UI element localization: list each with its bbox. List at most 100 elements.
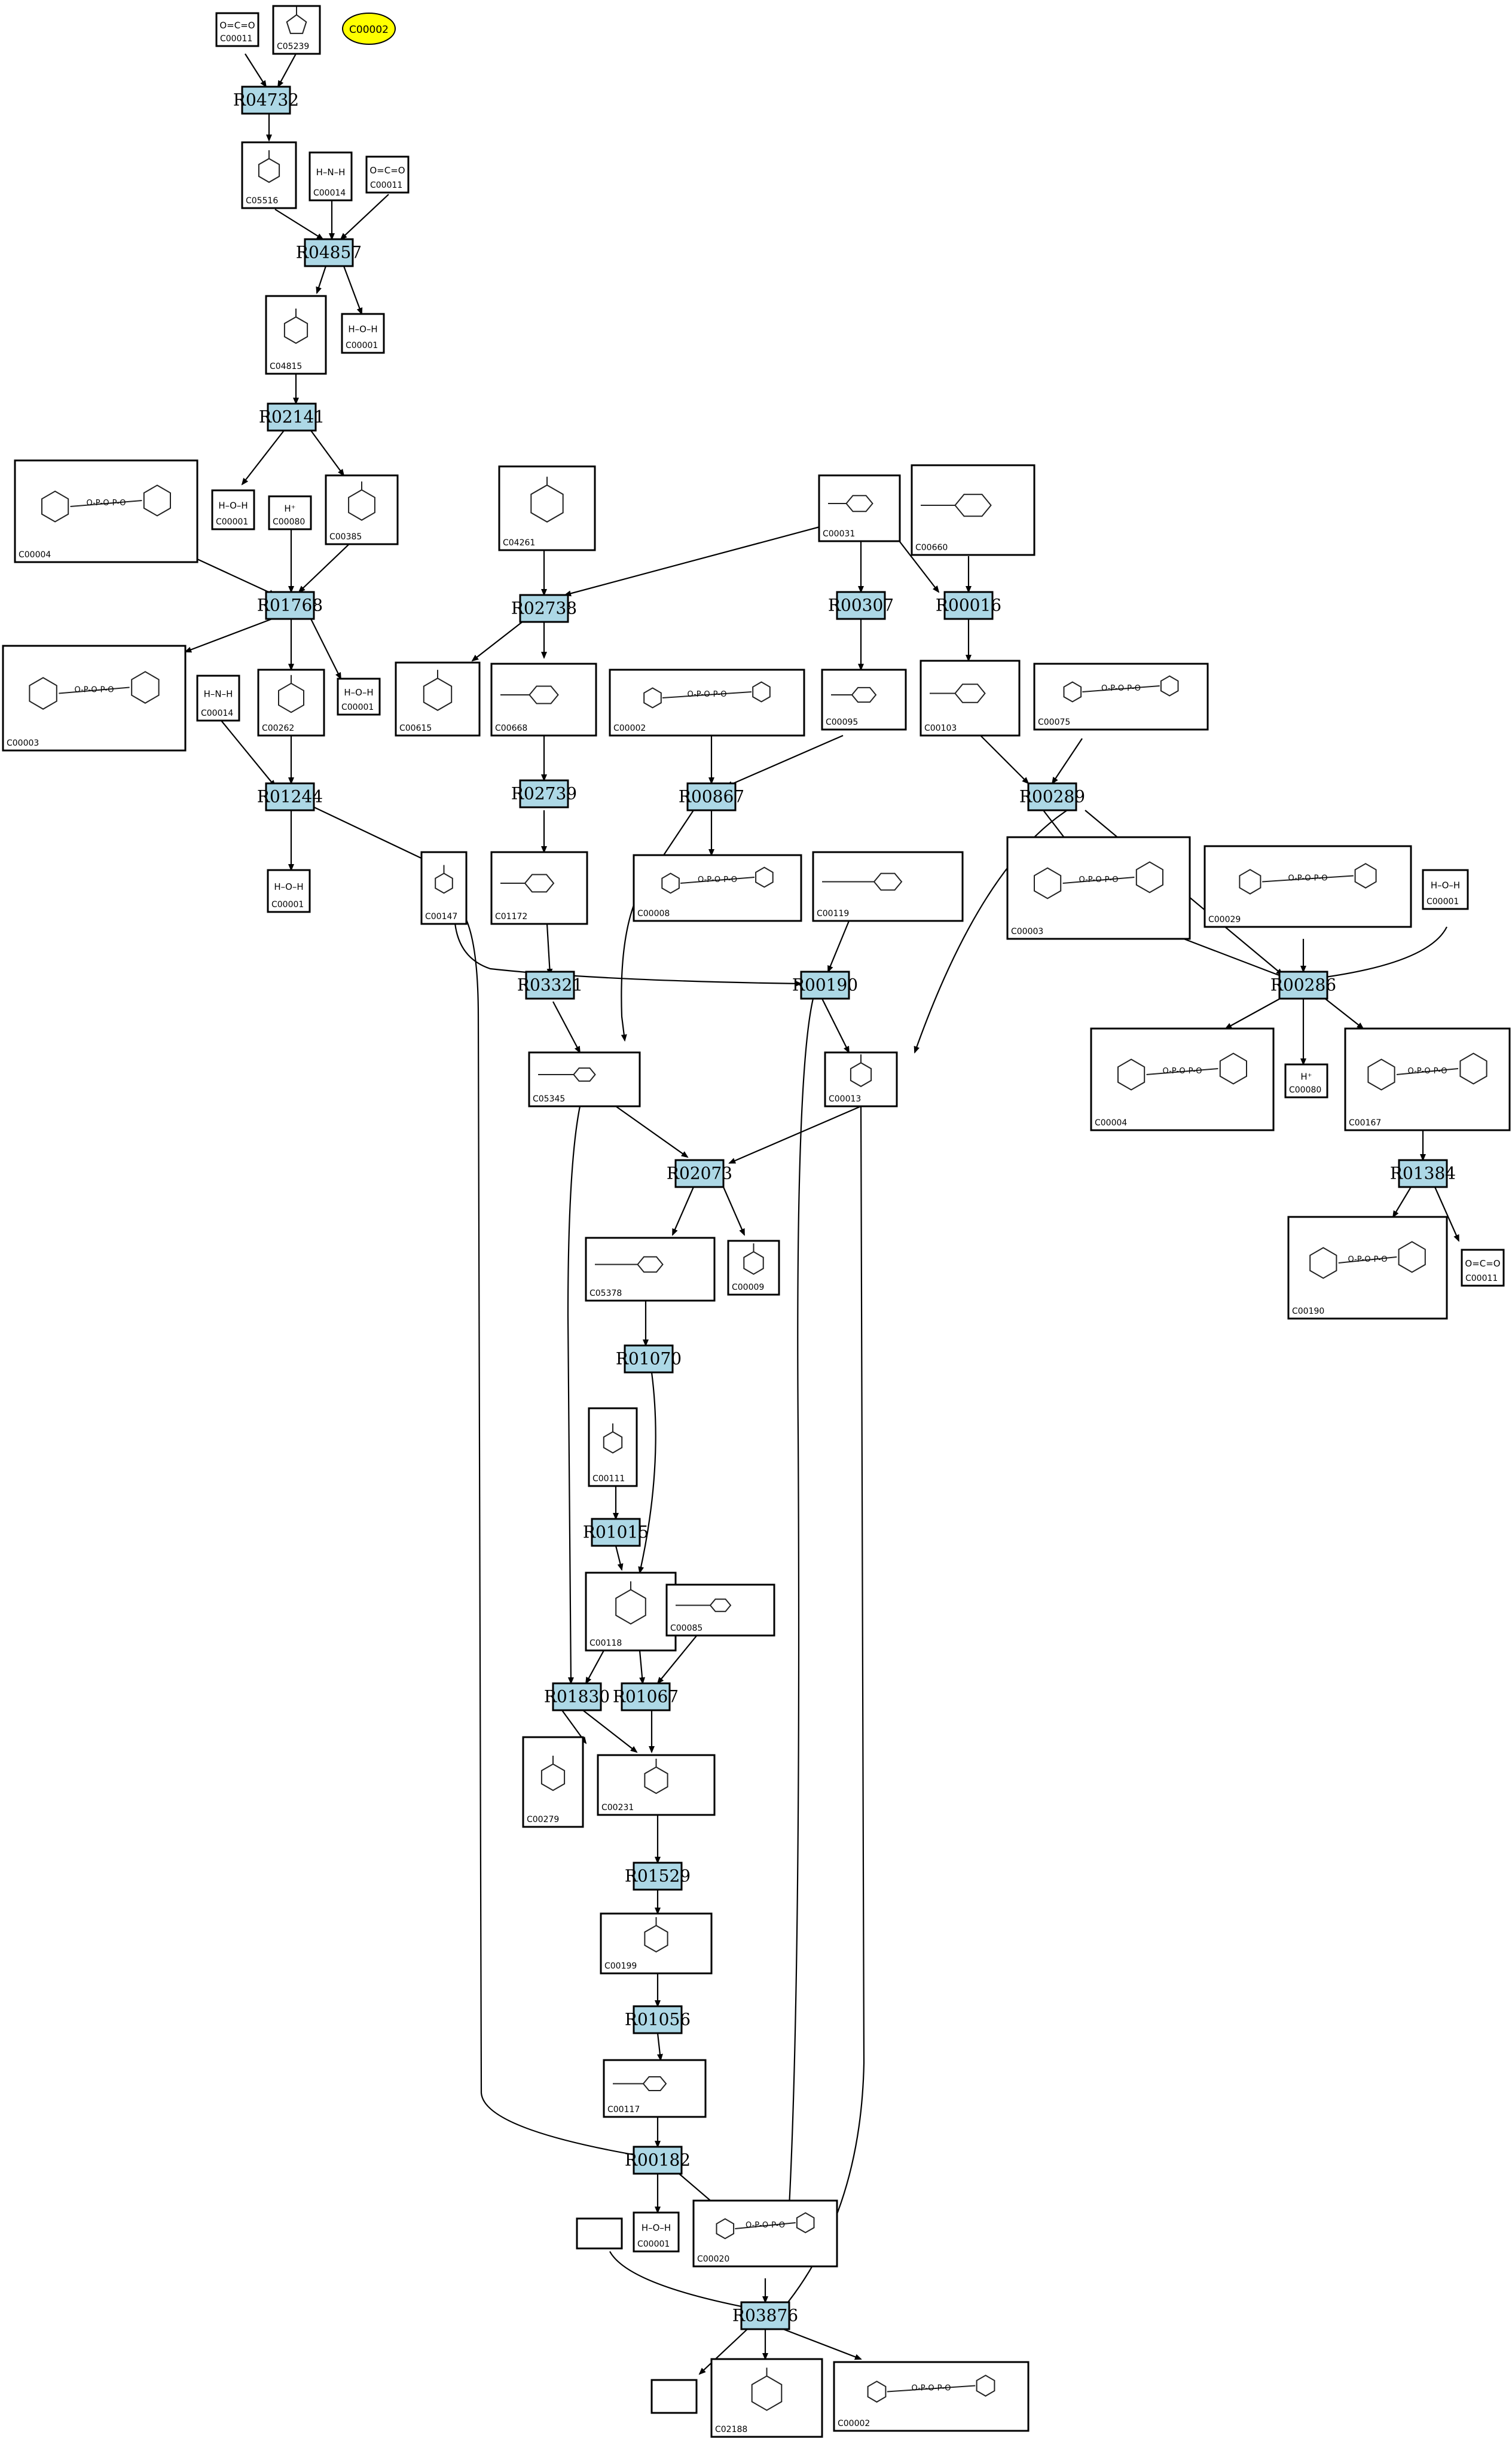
compound-c-00262[interactable]: C00262 xyxy=(257,669,325,737)
reaction-r03876[interactable]: R03876 xyxy=(732,2301,798,2330)
structure-label: O-P-O-P-O xyxy=(911,2384,951,2393)
compound-c-00660[interactable]: C00660 xyxy=(911,464,1036,556)
reaction-r03321[interactable]: R03321 xyxy=(517,971,583,1000)
compound-id-label: C00011 xyxy=(1465,1274,1498,1283)
edge xyxy=(827,920,850,973)
compound-c-00668[interactable]: C00668 xyxy=(490,663,597,737)
structure-bond xyxy=(1338,1256,1397,1264)
reaction-r01529[interactable]: R01529 xyxy=(625,1862,691,1891)
structure-label: O-P-O-P-O xyxy=(687,690,726,699)
reaction-r01768[interactable]: R01768 xyxy=(257,591,323,620)
compound-c-atp-b[interactable]: O-P-O-P-O C00002 xyxy=(833,2361,1030,2432)
compound-c-00385[interactable]: C00385 xyxy=(325,474,399,545)
compound-box xyxy=(268,495,312,530)
reaction-r00307[interactable]: R00307 xyxy=(828,591,894,620)
compound-c-00199[interactable]: C00199 xyxy=(600,1912,713,1975)
structure-ring xyxy=(1309,1247,1337,1279)
reaction-r00182[interactable]: R00182 xyxy=(625,2146,691,2175)
reaction-r01830[interactable]: R01830 xyxy=(544,1682,610,1711)
reaction-r00867[interactable]: R00867 xyxy=(679,782,744,811)
reaction-r04732[interactable]: R04732 xyxy=(233,86,299,115)
compound-id-label: C00002 xyxy=(838,2419,870,2428)
compound-c-imidazole[interactable]: C05239 xyxy=(272,5,321,55)
compound-c-05345[interactable]: C05345 xyxy=(528,1051,641,1107)
compound-c-04261[interactable]: C04261 xyxy=(498,465,596,551)
compound-c-01172[interactable]: C01172 xyxy=(490,851,588,925)
reaction-box xyxy=(633,2005,683,2034)
reaction-box xyxy=(265,782,315,811)
reaction-r01067[interactable]: R01067 xyxy=(613,1682,679,1711)
reaction-r01384[interactable]: R01384 xyxy=(1390,1159,1456,1188)
compound-c-hplus-b[interactable]: H⁺C00080 xyxy=(1284,1063,1328,1099)
compound-c-00118[interactable]: C00118 xyxy=(585,1572,677,1652)
reaction-r02073[interactable]: R02073 xyxy=(667,1159,732,1188)
compound-c-00095[interactable]: C00095 xyxy=(821,669,907,731)
edge xyxy=(1321,995,1364,1030)
compound-c-00279[interactable]: C00279 xyxy=(522,1736,584,1828)
compound-c-00085[interactable]: C00085 xyxy=(665,1583,775,1637)
compound-c-00231[interactable]: C00231 xyxy=(597,1754,716,1816)
edge xyxy=(621,810,694,1042)
compound-id-label: C00118 xyxy=(589,1638,622,1648)
compound-c-00013[interactable]: C00013 xyxy=(824,1051,898,1107)
compound-c-04815[interactable]: C04815 xyxy=(265,295,327,375)
compound-c-empty-b[interactable] xyxy=(650,2379,698,2414)
compound-c-00147[interactable]: C00147 xyxy=(420,851,468,925)
reaction-r00286[interactable]: R00286 xyxy=(1270,971,1336,1000)
reaction-r01070[interactable]: R01070 xyxy=(616,1344,682,1374)
compound-c-02188[interactable]: C02188 xyxy=(710,2358,823,2438)
compound-c-00119[interactable]: C00119 xyxy=(812,851,964,922)
reaction-r01015[interactable]: R01015 xyxy=(583,1518,649,1547)
reaction-box xyxy=(1278,971,1328,1000)
reaction-r02739[interactable]: R02739 xyxy=(511,779,577,808)
compound-c-00009[interactable]: C00009 xyxy=(727,1240,780,1296)
compound-box xyxy=(2,645,187,752)
reaction-r01056[interactable]: R01056 xyxy=(625,2005,691,2034)
reaction-r00190[interactable]: R00190 xyxy=(792,971,858,1000)
compound-box xyxy=(1422,869,1469,910)
compound-c-empty-a[interactable] xyxy=(576,2217,623,2250)
structure-label: H–O–H xyxy=(1431,880,1460,891)
reaction-r00289[interactable]: R00289 xyxy=(1019,782,1085,811)
compound-c-00615[interactable]: C00615 xyxy=(395,661,481,737)
compound-box xyxy=(265,295,327,375)
compound-id-label: C00011 xyxy=(370,181,402,190)
compound-c-00031[interactable]: C00031 xyxy=(818,474,901,542)
compound-c-05516[interactable]: C05516 xyxy=(241,141,297,209)
compound-c-05378[interactable]: C05378 xyxy=(585,1237,716,1302)
reaction-r02141[interactable]: R02141 xyxy=(259,402,325,432)
compound-c-00117[interactable]: C00117 xyxy=(603,2059,707,2118)
compound-box xyxy=(337,678,381,716)
compound-c00002-highlight[interactable]: C00002 xyxy=(342,13,396,45)
reaction-r04857[interactable]: R04857 xyxy=(296,238,362,267)
structure-label: H⁺ xyxy=(1300,1072,1312,1082)
reaction-r00016[interactable]: R00016 xyxy=(936,591,1001,620)
compound-c-00103[interactable]: C00103 xyxy=(920,660,1021,737)
compound-c-00111[interactable]: C00111 xyxy=(588,1407,638,1487)
reaction-r02738[interactable]: R02738 xyxy=(511,594,577,623)
compound-c-hplus-a[interactable]: H⁺C00080 xyxy=(268,495,312,530)
reaction-r01244[interactable]: R01244 xyxy=(257,782,323,811)
